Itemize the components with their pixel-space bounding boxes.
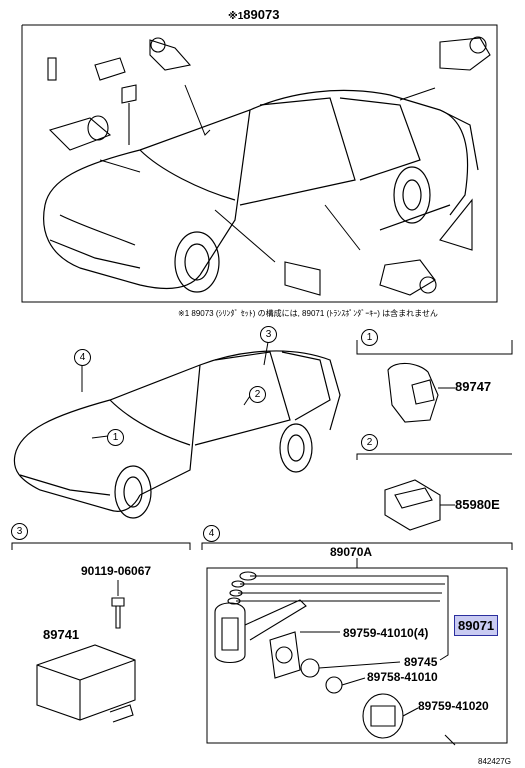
section-4-number: 4 xyxy=(203,525,220,542)
middle-car xyxy=(13,350,341,519)
part-85980e-shape xyxy=(384,479,441,531)
bolt-90119-label[interactable]: 90119-06067 xyxy=(81,564,152,578)
illustration-id: 842427G xyxy=(478,757,511,766)
part-89741-label[interactable]: 89741 xyxy=(43,627,80,642)
screw-89759-41020-label[interactable]: 89759-41020 xyxy=(418,699,489,713)
callout-1-middle[interactable]: 1 xyxy=(107,429,124,446)
footnote-text: ※1 89073 (ｼﾘﾝﾀﾞ ｾｯﾄ) の構成には, 89071 (ﾄﾗﾝｽﾎ… xyxy=(178,309,438,318)
top-car xyxy=(43,89,479,293)
key-cylinders xyxy=(47,36,491,296)
group-89070a-label[interactable]: 89070A xyxy=(330,545,373,559)
top-section-label: ※189073 xyxy=(228,8,279,22)
plate-89745-label[interactable]: 89745 xyxy=(404,655,438,669)
callout-4-middle[interactable]: 4 xyxy=(74,349,91,366)
section-1-number: 1 xyxy=(361,329,378,346)
part-89747-label[interactable]: 89747 xyxy=(455,379,492,394)
key-kit-shapes xyxy=(214,571,456,746)
quarter-glass xyxy=(439,198,473,251)
part-85980e-label[interactable]: 85980E xyxy=(455,497,500,512)
leader-arrows xyxy=(99,84,436,263)
section-2-number: 2 xyxy=(361,434,378,451)
screw-89759-41010-label[interactable]: 89759-41010(4) xyxy=(343,626,429,640)
part-89747-shape xyxy=(387,362,439,423)
part-89071-label[interactable]: 89071 xyxy=(454,615,499,636)
part-89741-shape xyxy=(36,644,136,723)
cap-89758-41010-label[interactable]: 89758-41010 xyxy=(367,670,438,684)
kit-frame xyxy=(206,567,508,744)
kit-leaders xyxy=(236,575,449,717)
top-frame xyxy=(21,24,498,303)
callout-3-middle[interactable]: 3 xyxy=(260,326,277,343)
section-3-number: 3 xyxy=(11,523,28,540)
callout-2-middle[interactable]: 2 xyxy=(249,386,266,403)
top-section-marker: ※1 xyxy=(228,11,244,22)
top-section-part-number[interactable]: 89073 xyxy=(243,7,280,22)
bolt-shape xyxy=(111,597,125,629)
